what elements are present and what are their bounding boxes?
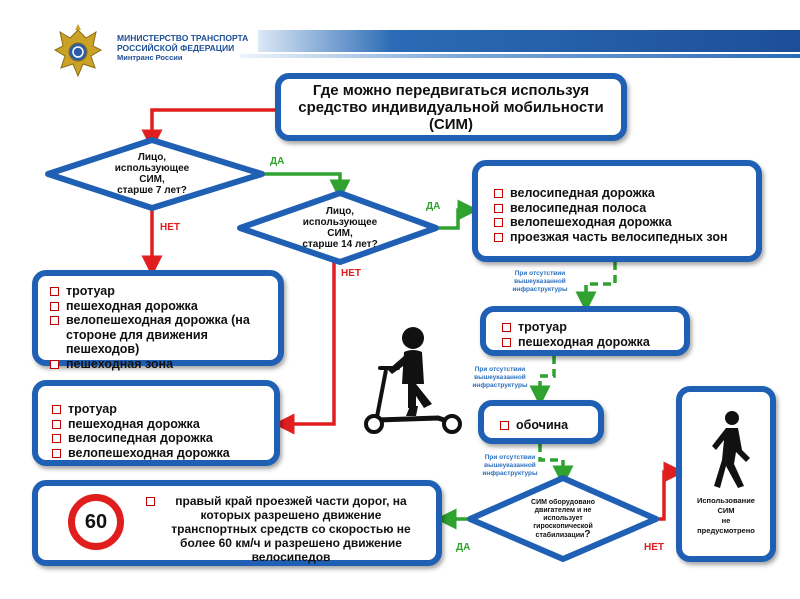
- note-line: вышеуказанной: [484, 462, 536, 469]
- title-box: Где можно передвигаться используя средст…: [275, 73, 627, 141]
- pedestrian-icon: [700, 410, 760, 490]
- list-item: велопешеходная дорожка: [492, 215, 746, 230]
- q2-line: старше 14 лет?: [302, 239, 378, 250]
- scooter-rider-icon: [358, 318, 468, 438]
- q1-line: СИМ,: [139, 174, 165, 185]
- list-item: пешеходная дорожка: [50, 417, 266, 432]
- list-item: велосипедная дорожка: [50, 431, 266, 446]
- box-shoulder: обочина: [478, 400, 604, 444]
- list-item: проезжая часть велосипедных зон: [492, 230, 746, 245]
- question-engine: СИМ оборудовано двигателем и не использу…: [508, 494, 618, 544]
- ministry-short: Минтранс России: [117, 53, 183, 62]
- q2-line: использующее: [302, 217, 378, 228]
- ministry-line-1: МИНИСТЕРСТВО ТРАНСПОРТА: [117, 33, 249, 43]
- list-item: тротуар: [500, 320, 676, 335]
- arrow-q3-no: [656, 461, 685, 521]
- emblem-logo: [47, 22, 109, 84]
- label-no-q2: НЕТ: [341, 268, 361, 279]
- title-line-1: Где можно передвигаться используя: [312, 81, 590, 99]
- decision-diamond-age7: [45, 137, 265, 211]
- arrow-q2-no: [273, 262, 336, 435]
- decision-diamond-engine: [467, 475, 659, 562]
- note-line: инфраструктуры: [472, 382, 528, 389]
- not-allowed-line: СИМ: [717, 506, 735, 515]
- note-line: При отсутствии: [474, 366, 526, 373]
- arrow-title-to-q1: [141, 108, 275, 151]
- list-item: велосипедная полоса: [492, 201, 746, 216]
- note-line: При отсутствии: [514, 270, 566, 277]
- q2-line: СИМ,: [327, 228, 353, 239]
- list-over-14: велосипедная дорожка велосипедная полоса…: [492, 186, 746, 244]
- decision-diamond-age14: [237, 190, 439, 265]
- label-yes-q2: ДА: [426, 201, 441, 212]
- list-under-7: тротуар пешеходная дорожка велопешеходна…: [48, 284, 270, 371]
- arrow-fallback-3: [538, 444, 574, 487]
- arrow-fallback-1: [575, 262, 617, 313]
- list-item: тротуар: [50, 402, 266, 417]
- box-under-7: тротуар пешеходная дорожка велопешеходна…: [32, 270, 284, 371]
- list-item: велосипедная дорожка: [492, 186, 746, 201]
- speed-limit-sign-icon: 60: [68, 494, 124, 550]
- not-allowed-line: не: [721, 516, 731, 525]
- box-not-allowed: Использование СИМ не предусмотрено: [676, 386, 776, 562]
- q3-line: стабилизации: [535, 531, 585, 539]
- list-item: правый край проезжей части дорог, на кот…: [144, 494, 424, 564]
- header-band-thin: [240, 54, 800, 58]
- box-road-edge: 60 правый край проезжей части дорог, на …: [32, 480, 442, 566]
- q3-question-mark: ?: [584, 528, 591, 540]
- list-7-to-14: тротуар пешеходная дорожка велосипедная …: [50, 402, 266, 460]
- label-yes-q3: ДА: [456, 542, 471, 553]
- note-fallback-1: При отсутствии вышеуказанной инфраструкт…: [500, 270, 580, 294]
- q2-line: Лицо,: [325, 206, 355, 217]
- list-sidewalk: тротуар пешеходная дорожка: [500, 320, 676, 349]
- note-fallback-2: При отсутствии вышеуказанной инфраструкт…: [460, 366, 540, 390]
- arrow-fallback-2: [529, 356, 556, 407]
- q3-line: двигателем и не: [534, 506, 592, 514]
- not-allowed-text: Использование СИМ не предусмотрено: [682, 496, 770, 536]
- q3-line: СИМ оборудовано: [531, 498, 595, 506]
- list-item: пешеходная дорожка: [500, 335, 676, 350]
- list-item: велопешеходная дорожка: [50, 446, 266, 461]
- note-line: вышеуказанной: [474, 374, 526, 381]
- box-7-to-14: тротуар пешеходная дорожка велосипедная …: [32, 380, 280, 466]
- note-line: При отсутствии: [484, 454, 536, 461]
- question-age14: Лицо, использующее СИМ, старше 14 лет?: [282, 202, 398, 254]
- note-line: инфраструктуры: [512, 286, 568, 293]
- arrow-q1-yes: [262, 172, 351, 201]
- not-allowed-line: Использование: [697, 496, 755, 505]
- label-no-q3: НЕТ: [644, 542, 664, 553]
- header-band: [258, 30, 800, 52]
- title-line-2: средство индивидуальной мобильности: [298, 98, 604, 116]
- speed-limit-value: 60: [84, 510, 108, 533]
- q3-line: гироскопической: [533, 522, 593, 530]
- list-item: обочина: [498, 418, 590, 433]
- q3-line: использует: [543, 514, 583, 522]
- arrow-q2-yes: [436, 199, 479, 230]
- ministry-line-2: РОССИЙСКОЙ ФЕДЕРАЦИИ: [117, 43, 235, 53]
- note-line: инфраструктуры: [482, 470, 538, 477]
- note-fallback-3: При отсутствии вышеуказанной инфраструкт…: [470, 454, 550, 478]
- q3-last-line: стабилизации?: [535, 528, 591, 540]
- label-yes-q1: ДА: [270, 156, 285, 167]
- box-over-14: велосипедная дорожка велосипедная полоса…: [472, 160, 762, 262]
- label-no-q1: НЕТ: [160, 222, 180, 233]
- question-age7: Лицо, использующее СИМ, старше 7 лет?: [92, 148, 212, 200]
- list-item: пешеходная зона: [48, 357, 270, 372]
- list-item: пешеходная дорожка: [48, 299, 270, 314]
- q1-line: использующее: [114, 163, 190, 174]
- ministry-name: МИНИСТЕРСТВО ТРАНСПОРТА РОССИЙСКОЙ ФЕДЕР…: [117, 33, 248, 63]
- note-line: вышеуказанной: [514, 278, 566, 285]
- list-shoulder: обочина: [498, 418, 590, 433]
- q1-line: старше 7 лет?: [117, 185, 187, 196]
- not-allowed-line: предусмотрено: [697, 526, 755, 535]
- list-item: тротуар: [48, 284, 270, 299]
- box-sidewalk: тротуар пешеходная дорожка: [480, 306, 690, 356]
- title-line-3: (СИМ): [428, 115, 474, 133]
- list-road-edge: правый край проезжей части дорог, на кот…: [144, 494, 424, 564]
- list-item: велопешеходная дорожка (на стороне для д…: [48, 313, 270, 357]
- q1-line: Лицо,: [137, 152, 167, 163]
